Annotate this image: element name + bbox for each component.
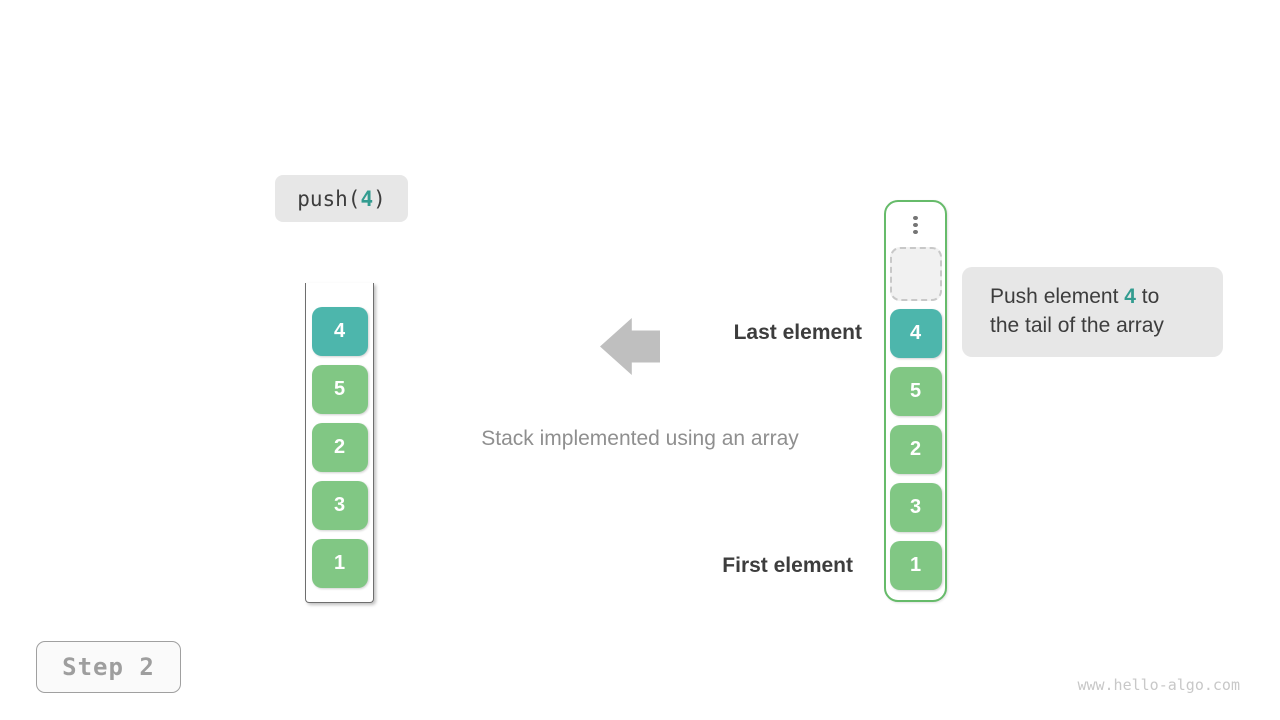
array-cell-2: 2 xyxy=(889,425,942,474)
watermark: www.hello-algo.com xyxy=(1077,676,1240,694)
tooltip-line1-suffix: to xyxy=(1135,285,1160,308)
left-arrow-icon xyxy=(600,318,660,375)
ellipsis-vertical-icon xyxy=(913,216,918,234)
empty-slot xyxy=(889,247,942,301)
last-element-label: Last element xyxy=(733,321,862,344)
array-cell-3: 3 xyxy=(889,483,942,532)
step-badge: Step 2 xyxy=(36,641,181,693)
stack-cell-2: 2 xyxy=(311,423,368,472)
stack-container: 4 5 2 3 1 xyxy=(305,283,374,603)
first-element-label: First element xyxy=(722,554,853,577)
tooltip-line2: the tail of the array xyxy=(990,314,1164,337)
array-cell-4: 4 xyxy=(889,309,942,358)
tooltip-bubble: Push element 4 to the tail of the array xyxy=(962,267,1223,357)
push-operation-label: push(4) xyxy=(275,175,408,222)
stack-cell-5: 5 xyxy=(311,365,368,414)
array-container: 4 5 2 3 1 xyxy=(884,200,947,602)
push-operation-prefix: push( xyxy=(297,186,361,211)
stack-cell-4: 4 xyxy=(311,307,368,356)
array-cell-5: 5 xyxy=(889,367,942,416)
push-operation-value: 4 xyxy=(360,186,374,211)
stack-cell-1: 1 xyxy=(311,539,368,588)
push-operation-suffix: ) xyxy=(373,186,386,211)
array-cell-1: 1 xyxy=(889,541,942,590)
tooltip-value: 4 xyxy=(1124,285,1136,308)
stack-cell-3: 3 xyxy=(311,481,368,530)
tooltip-line1-prefix: Push element xyxy=(990,285,1125,308)
stack-caption: Stack implemented using an array xyxy=(481,427,799,450)
